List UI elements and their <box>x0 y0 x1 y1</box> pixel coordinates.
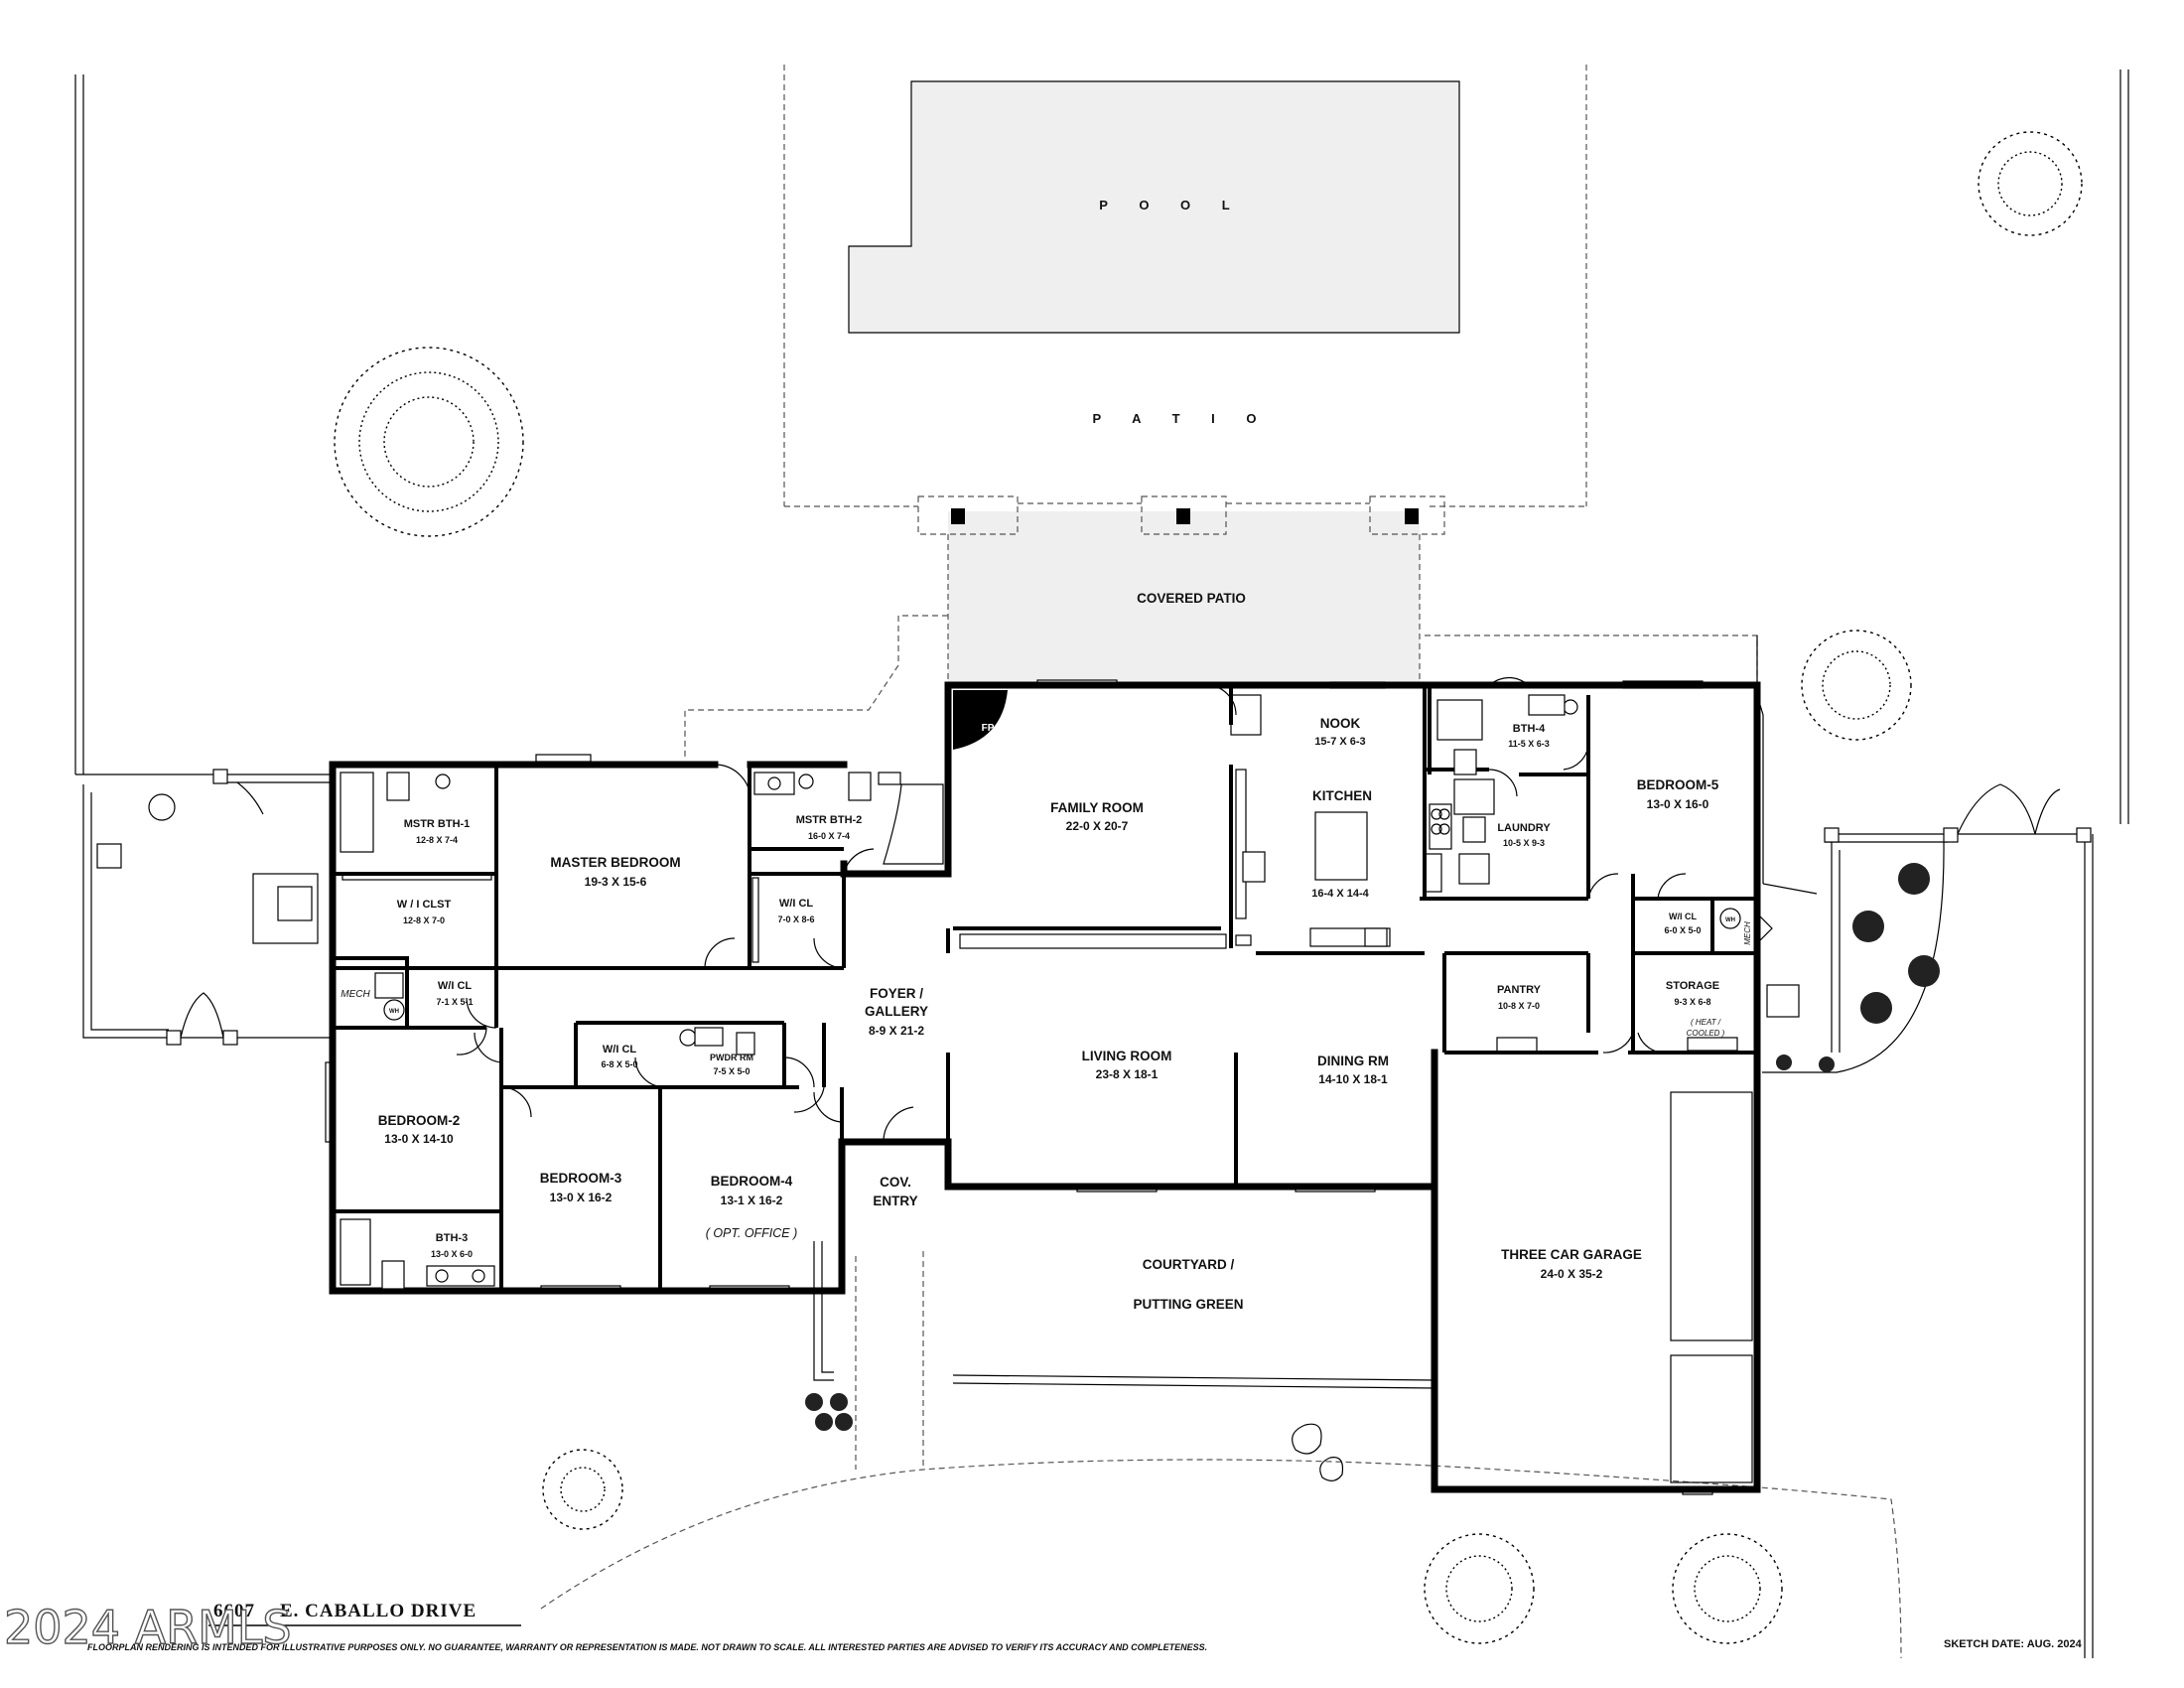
mstr-bth1-label: MSTR BTH-1 <box>404 818 471 830</box>
right-side-yard <box>1756 635 2092 1073</box>
property-lines <box>74 70 2129 1658</box>
living-room-label: LIVING ROOM <box>1082 1049 1172 1063</box>
courtyard-label-2: PUTTING GREEN <box>1133 1297 1243 1312</box>
kitchen-dims: 16-4 X 14-4 <box>1311 888 1369 900</box>
bedroom4-label: BEDROOM-4 <box>711 1174 793 1189</box>
wi-clst-dims: 12-8 X 7-0 <box>403 915 445 925</box>
courtyard-label-1: COURTYARD / <box>1143 1257 1235 1272</box>
cov-entry-label-1: COV. <box>880 1175 911 1190</box>
family-room-label: FAMILY ROOM <box>1050 800 1144 815</box>
kitchen-label: KITCHEN <box>1312 788 1372 803</box>
bedroom3-dims: 13-0 X 16-2 <box>550 1191 613 1204</box>
dining-rm-label: DINING RM <box>1317 1054 1389 1068</box>
wi-cl-b5-dims: 6-0 X 5-0 <box>1664 925 1701 935</box>
watermark-text: 2024 ARMLS <box>4 1601 292 1654</box>
bth3-label: BTH-3 <box>436 1232 468 1244</box>
pwdr-rm-label: PWDR RM <box>710 1053 753 1062</box>
address-number: 6607 <box>213 1601 255 1621</box>
tree-icons <box>334 131 2083 1644</box>
sketch-date: SKETCH DATE: AUG. 2024 <box>1944 1638 2083 1650</box>
master-bedroom-dims: 19-3 X 15-6 <box>585 875 647 889</box>
footer: 6607 E. CABALLO DRIVE FLOORPLAN RENDERIN… <box>3 1600 2083 1654</box>
room-labels: MSTR BTH-1 12-8 X 7-4 MASTER BEDROOM 19-… <box>341 716 1752 1312</box>
garage-label: THREE CAR GARAGE <box>1501 1247 1642 1262</box>
wi-cl-master-dims: 7-0 X 8-6 <box>777 914 814 924</box>
bedroom5-label: BEDROOM-5 <box>1637 777 1719 792</box>
foyer-dims: 8-9 X 21-2 <box>869 1024 924 1038</box>
pantry-label: PANTRY <box>1497 984 1542 996</box>
covered-patio: COVERED PATIO <box>917 495 1445 682</box>
pwdr-rm-dims: 7-5 X 5-0 <box>713 1066 750 1076</box>
laundry-label: LAUNDRY <box>1497 822 1551 834</box>
left-side-yard <box>82 769 333 1046</box>
cov-entry-label-2: ENTRY <box>873 1194 917 1208</box>
mstr-bth2-dims: 16-0 X 7-4 <box>808 831 850 841</box>
nook-dims: 15-7 X 6-3 <box>1314 736 1365 748</box>
doors <box>456 676 1773 1143</box>
garage-dims: 24-0 X 35-2 <box>1541 1267 1603 1281</box>
bedroom4-note: ( OPT. OFFICE ) <box>706 1226 798 1240</box>
wi-cl-b3-dims: 6-8 X 5-0 <box>601 1059 637 1069</box>
patio-boundary <box>783 65 1587 507</box>
wi-cl-master-label: W/I CL <box>779 898 813 910</box>
wh-right-label: WH <box>1725 917 1735 923</box>
storage-note-2: COOLED ) <box>1687 1029 1725 1038</box>
patio-label: P A T I O <box>1093 411 1271 426</box>
dining-rm-dims: 14-10 X 18-1 <box>1318 1072 1388 1086</box>
address-street: E. CABALLO DRIVE <box>280 1601 477 1621</box>
foyer-label-2: GALLERY <box>865 1004 928 1019</box>
foyer-label-1: FOYER / <box>870 986 923 1001</box>
bedroom4-dims: 13-1 X 16-2 <box>721 1194 783 1207</box>
family-room-dims: 22-0 X 20-7 <box>1066 819 1129 833</box>
nook-label: NOOK <box>1320 716 1361 731</box>
pantry-dims: 10-8 X 7-0 <box>1498 1001 1540 1011</box>
storage-dims: 9-3 X 6-8 <box>1674 997 1710 1007</box>
pool: P O O L <box>848 80 1460 334</box>
storage-note-1: ( HEAT / <box>1691 1018 1721 1027</box>
bth4-dims: 11-5 X 6-3 <box>1508 739 1550 749</box>
wi-cl-b3-label: W/I CL <box>603 1044 636 1055</box>
fixtures <box>340 690 1753 1483</box>
pool-label: P O O L <box>1099 198 1243 212</box>
bedroom5-dims: 13-0 X 16-0 <box>1647 797 1709 811</box>
wh-left-label: WH <box>389 1009 399 1015</box>
mstr-bth2-label: MSTR BTH-2 <box>796 814 863 826</box>
wi-cl-b5-label: W/I CL <box>1669 912 1697 921</box>
wi-cl-b2-dims: 7-1 X 5-1 <box>436 997 473 1007</box>
storage-label: STORAGE <box>1666 980 1719 992</box>
living-room-dims: 23-8 X 18-1 <box>1096 1067 1159 1081</box>
covered-patio-label: COVERED PATIO <box>1137 591 1246 606</box>
driveway <box>540 1241 1902 1659</box>
wi-clst-label: W / I CLST <box>397 899 452 911</box>
bedroom2-label: BEDROOM-2 <box>378 1113 461 1128</box>
laundry-dims: 10-5 X 9-3 <box>1503 838 1545 848</box>
bedroom2-dims: 13-0 X 14-10 <box>384 1132 454 1146</box>
disclaimer-text: FLOORPLAN RENDERING IS INTENDED FOR ILLU… <box>87 1642 1207 1652</box>
master-bedroom-label: MASTER BEDROOM <box>550 855 680 870</box>
mech-right-label: MECH <box>1743 921 1752 945</box>
mstr-bth1-dims: 12-8 X 7-4 <box>416 835 458 845</box>
fireplace-label: FP <box>982 723 995 734</box>
wi-cl-b2-label: W/I CL <box>438 980 472 992</box>
house <box>325 679 1761 1495</box>
bth3-dims: 13-0 X 6-0 <box>431 1249 473 1259</box>
bedroom3-label: BEDROOM-3 <box>540 1171 622 1186</box>
bth4-label: BTH-4 <box>1513 723 1546 735</box>
mech-left-label: MECH <box>341 989 370 1000</box>
